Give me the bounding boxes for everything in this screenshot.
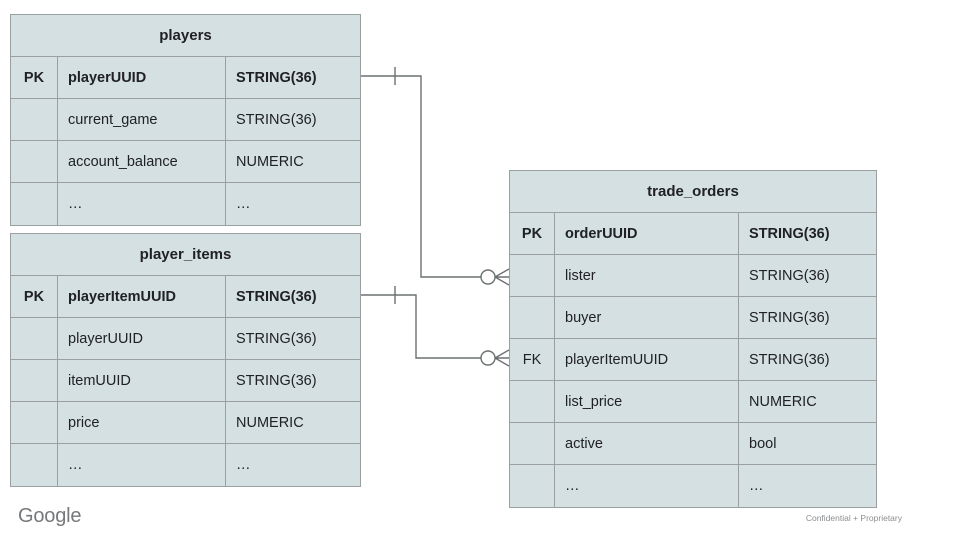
cardinality-zero-circle-1 — [480, 269, 496, 285]
row-field-type: bool — [749, 435, 777, 452]
table-row[interactable]: PK orderUUID STRING(36) — [510, 213, 876, 255]
row-field-name: buyer — [555, 297, 739, 338]
cardinality-zero-circle-2 — [480, 350, 496, 366]
connector-line-1 — [361, 75, 481, 278]
row-key-badge — [510, 297, 555, 338]
row-field-type: STRING(36) — [236, 288, 317, 305]
table-row[interactable]: current_game STRING(36) — [11, 99, 360, 141]
row-field-type: … — [749, 478, 764, 494]
table-row[interactable]: itemUUID STRING(36) — [11, 360, 360, 402]
table-row[interactable]: active bool — [510, 423, 876, 465]
er-table-player-items[interactable]: player_items PK playerItemUUID STRING(36… — [10, 233, 361, 487]
table-row[interactable]: list_price NUMERIC — [510, 381, 876, 423]
row-field-name: account_balance — [58, 141, 226, 182]
er-table-title: trade_orders — [510, 171, 876, 213]
row-field-name: … — [58, 183, 226, 225]
crows-foot-2 — [494, 349, 510, 367]
table-row[interactable]: … … — [11, 183, 360, 225]
row-field-type: STRING(36) — [749, 309, 830, 326]
table-row[interactable]: account_balance NUMERIC — [11, 141, 360, 183]
table-row[interactable]: buyer STRING(36) — [510, 297, 876, 339]
row-field-type: NUMERIC — [749, 393, 817, 410]
row-key-badge — [510, 255, 555, 296]
row-key-badge — [11, 183, 58, 225]
confidentiality-note: Confidential + Proprietary — [805, 513, 902, 523]
row-key-badge — [11, 360, 58, 401]
relationship-players-to-trade-orders — [361, 67, 510, 286]
row-key-badge — [510, 465, 555, 507]
row-key-badge — [510, 381, 555, 422]
row-key-badge: FK — [510, 339, 555, 380]
row-key-badge: PK — [11, 57, 58, 98]
table-row[interactable]: lister STRING(36) — [510, 255, 876, 297]
row-key-badge — [11, 318, 58, 359]
table-row[interactable]: price NUMERIC — [11, 402, 360, 444]
table-row[interactable]: … … — [11, 444, 360, 486]
row-field-type: STRING(36) — [749, 267, 830, 284]
row-field-type: STRING(36) — [749, 351, 830, 368]
table-row[interactable]: PK playerItemUUID STRING(36) — [11, 276, 360, 318]
row-field-type: … — [236, 457, 251, 473]
row-field-type: STRING(36) — [236, 372, 317, 389]
row-field-type: STRING(36) — [236, 330, 317, 347]
crows-foot-1 — [494, 268, 510, 286]
row-key-badge — [11, 99, 58, 140]
row-key-badge: PK — [11, 276, 58, 317]
row-field-name: playerUUID — [58, 318, 226, 359]
table-row[interactable]: playerUUID STRING(36) — [11, 318, 360, 360]
table-row[interactable]: FK playerItemUUID STRING(36) — [510, 339, 876, 381]
google-logo: Google — [18, 505, 82, 527]
er-table-title: players — [11, 15, 360, 57]
row-field-type: NUMERIC — [236, 414, 304, 431]
row-field-name: playerUUID — [58, 57, 226, 98]
table-row[interactable]: PK playerUUID STRING(36) — [11, 57, 360, 99]
row-field-name: price — [58, 402, 226, 443]
row-field-name: playerItemUUID — [58, 276, 226, 317]
connector-line-2 — [361, 294, 481, 359]
row-field-name: orderUUID — [555, 213, 739, 254]
er-table-title: player_items — [11, 234, 360, 276]
row-field-name: lister — [555, 255, 739, 296]
row-key-badge — [11, 402, 58, 443]
er-table-trade-orders[interactable]: trade_orders PK orderUUID STRING(36) lis… — [509, 170, 877, 508]
row-key-badge: PK — [510, 213, 555, 254]
row-field-name: … — [555, 465, 739, 507]
row-field-name: itemUUID — [58, 360, 226, 401]
row-field-type: STRING(36) — [236, 111, 317, 128]
row-key-badge — [11, 444, 58, 486]
row-field-type: STRING(36) — [749, 225, 830, 242]
row-key-badge — [11, 141, 58, 182]
row-key-badge — [510, 423, 555, 464]
row-field-type: NUMERIC — [236, 153, 304, 170]
relationship-player-items-to-trade-orders — [361, 286, 510, 367]
row-field-name: current_game — [58, 99, 226, 140]
row-field-name: playerItemUUID — [555, 339, 739, 380]
row-field-name: active — [555, 423, 739, 464]
row-field-type: STRING(36) — [236, 69, 317, 86]
row-field-name: list_price — [555, 381, 739, 422]
row-field-name: … — [58, 444, 226, 486]
table-row[interactable]: … … — [510, 465, 876, 507]
er-table-players[interactable]: players PK playerUUID STRING(36) current… — [10, 14, 361, 226]
row-field-type: … — [236, 196, 251, 212]
